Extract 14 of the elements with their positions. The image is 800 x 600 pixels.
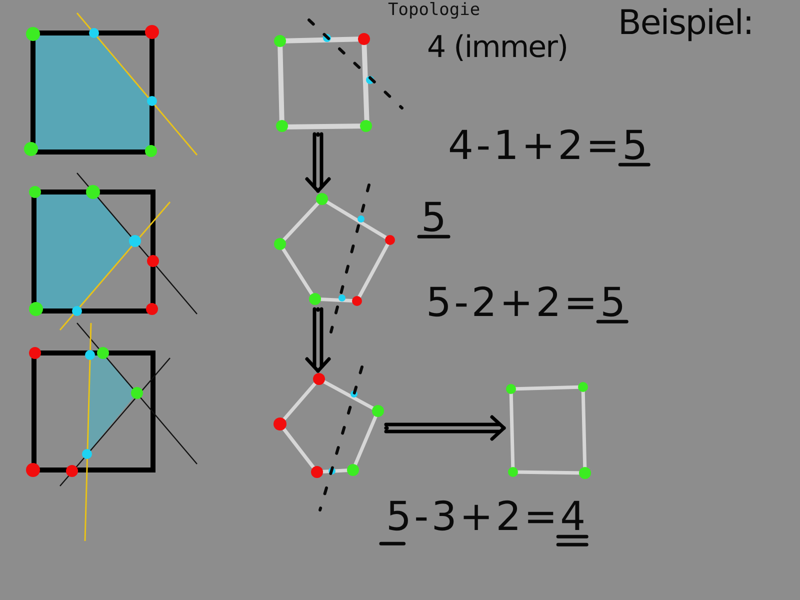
handwritten-equation: 5 - 2 + 2 = 5 [426,287,625,319]
pentagon-sketch [272,371,386,480]
double-arrow [305,307,331,373]
double-arrow [384,415,506,441]
handwritten-number: 5 [421,202,446,234]
pentagon-sketch [272,191,398,309]
handwritten-equation: 4 - 1 + 2 = 5 [448,130,647,162]
square-sketch [273,32,377,134]
square-sketch [504,380,592,480]
handwritten-note: 4 (immer) [427,30,568,66]
handwritten-equation: 5 - 3 + 2 = 4 [386,501,585,533]
double-arrow [305,132,331,193]
handwritten-heading: Beispiel: [618,3,754,44]
diagram-title: Topologie [388,0,480,20]
